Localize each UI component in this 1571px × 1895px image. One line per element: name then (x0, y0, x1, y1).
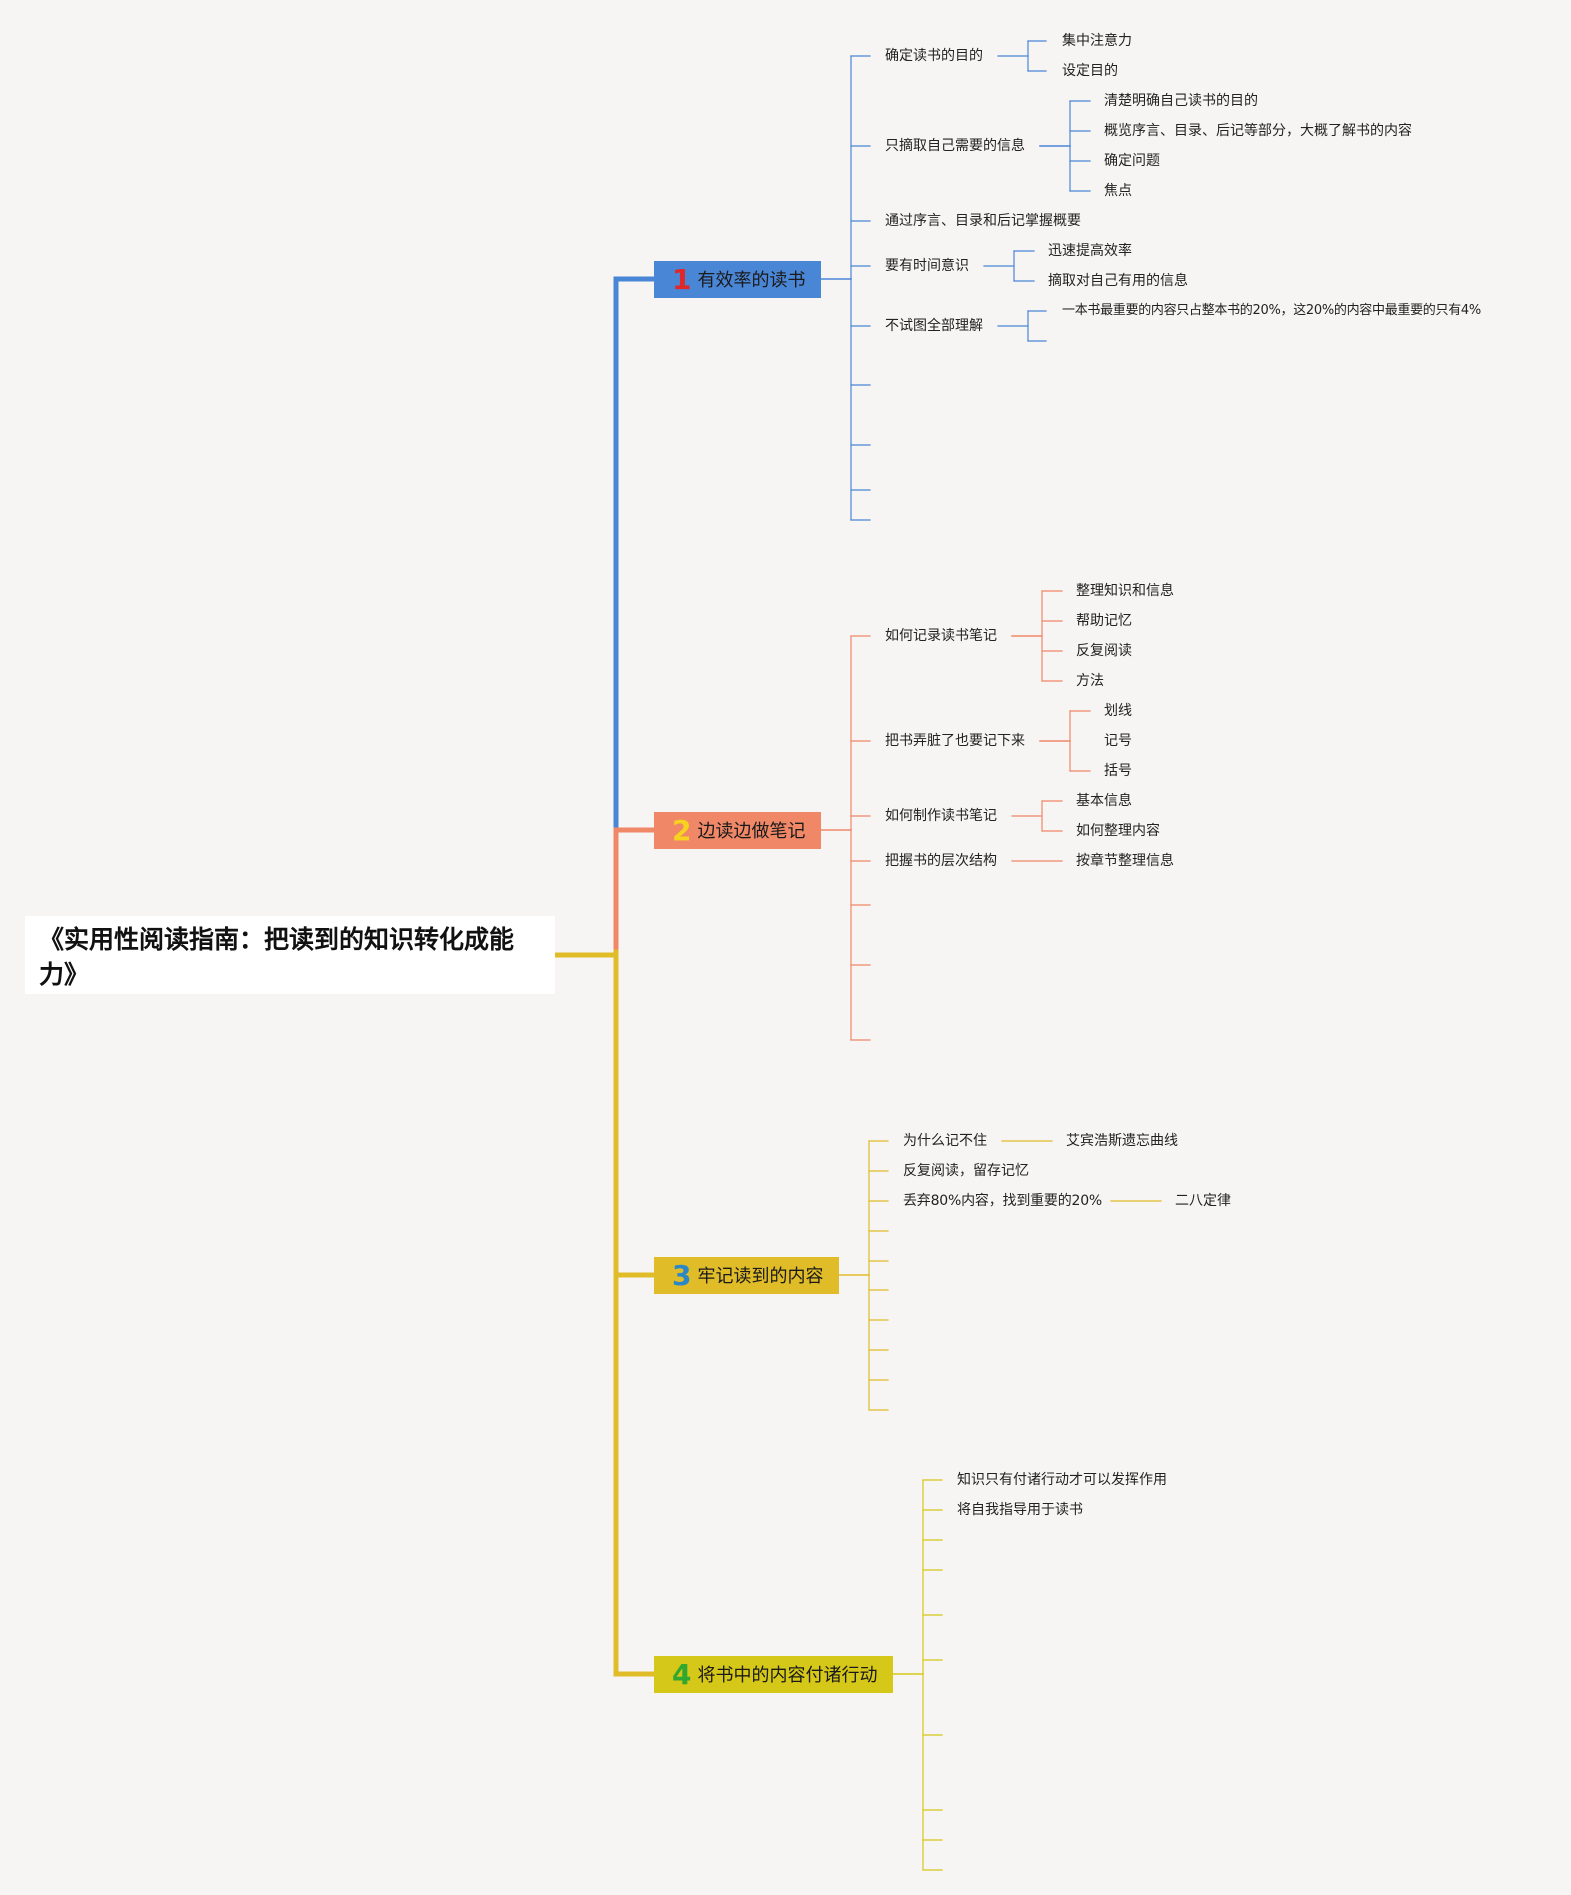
root-node[interactable]: 《实用性阅读指南：把读到的知识转化成能力》 (25, 916, 555, 994)
topic-overview[interactable]: 通过序言、目录和后记掌握概要 (885, 213, 1081, 229)
subtopic-clear-goal[interactable]: 清楚明确自己读书的目的 (1104, 93, 1258, 109)
subtopic-organize-knowledge[interactable]: 整理知识和信息 (1076, 583, 1174, 599)
topic-extract[interactable]: 只摘取自己需要的信息 (885, 138, 1025, 154)
topic-purpose[interactable]: 确定读书的目的 (885, 48, 983, 64)
topic-partial-understanding[interactable]: 不试图全部理解 (885, 318, 983, 334)
branch-number-2: 2 (672, 814, 692, 847)
subtopic-forgetting-curve[interactable]: 艾宾浩斯遗忘曲线 (1066, 1133, 1178, 1149)
subtopic-by-chapter[interactable]: 按章节整理信息 (1076, 853, 1174, 869)
topic-knowledge-action[interactable]: 知识只有付诸行动才可以发挥作用 (957, 1472, 1167, 1488)
branch-number-1: 1 (672, 263, 692, 296)
topic-why-forget[interactable]: 为什么记不住 (903, 1133, 987, 1149)
branch-label-2: 边读边做笔记 (697, 821, 806, 842)
subtopic-marks[interactable]: 记号 (1104, 733, 1132, 749)
subtopic-pareto[interactable]: 二八定律 (1175, 1193, 1231, 1209)
subtopic-focal-point[interactable]: 焦点 (1104, 183, 1132, 199)
subtopic-method[interactable]: 方法 (1076, 673, 1104, 689)
branch-number-4: 4 (672, 1658, 692, 1691)
subtopic-focus[interactable]: 集中注意力 (1062, 33, 1132, 49)
subtopic-useful-info[interactable]: 摘取对自己有用的信息 (1048, 273, 1188, 289)
topic-mark-book[interactable]: 把书弄脏了也要记下来 (885, 733, 1025, 749)
subtopic-efficiency[interactable]: 迅速提高效率 (1048, 243, 1132, 259)
subtopic-define-question[interactable]: 确定问题 (1104, 153, 1160, 169)
subtopic-basic-info[interactable]: 基本信息 (1076, 793, 1132, 809)
topic-time[interactable]: 要有时间意识 (885, 258, 969, 274)
subtopic-organize-content[interactable]: 如何整理内容 (1076, 823, 1160, 839)
topic-self-guidance[interactable]: 将自我指导用于读书 (957, 1502, 1083, 1518)
topic-discard-80[interactable]: 丢弃80%内容，找到重要的20% (903, 1193, 1103, 1209)
subtopic-skim-book[interactable]: 概览序言、目录、后记等部分，大概了解书的内容 (1104, 123, 1412, 139)
topic-repeat-reading[interactable]: 反复阅读，留存记忆 (903, 1163, 1029, 1179)
subtopic-set-goal[interactable]: 设定目的 (1062, 63, 1118, 79)
subtopic-brackets[interactable]: 括号 (1104, 763, 1132, 779)
subtopic-aid-memory[interactable]: 帮助记忆 (1076, 613, 1132, 629)
subtopic-20-percent[interactable]: 一本书最重要的内容只占整本书的20%，这20%的内容中最重要的只有4% (1062, 303, 1481, 318)
topic-book-structure[interactable]: 把握书的层次结构 (885, 853, 997, 869)
branch-number-3: 3 (672, 1259, 692, 1292)
topic-record-notes[interactable]: 如何记录读书笔记 (885, 628, 997, 644)
branch-label-1: 有效率的读书 (697, 270, 806, 291)
subtopic-reread[interactable]: 反复阅读 (1076, 643, 1132, 659)
topic-make-notes[interactable]: 如何制作读书笔记 (885, 808, 997, 824)
subtopic-underline[interactable]: 划线 (1104, 703, 1132, 719)
branch-label-4: 将书中的内容付诸行动 (697, 1665, 878, 1686)
branch-label-3: 牢记读到的内容 (697, 1266, 824, 1287)
